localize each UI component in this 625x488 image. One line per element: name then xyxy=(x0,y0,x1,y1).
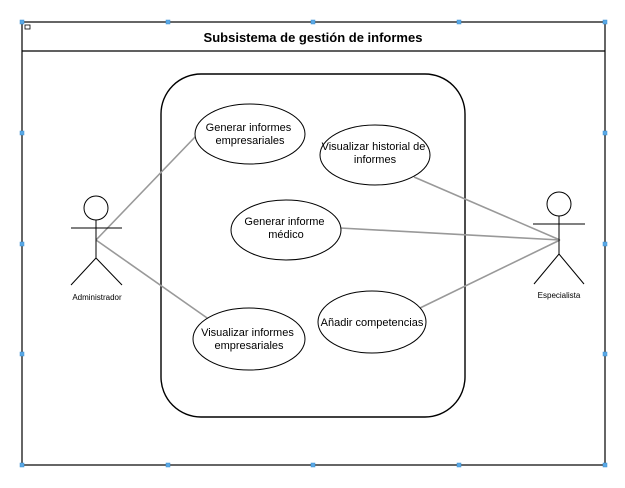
resize-handle[interactable] xyxy=(19,462,25,468)
use-case-label: empresariales xyxy=(214,340,284,352)
resize-handle[interactable] xyxy=(19,351,25,357)
resize-handle[interactable] xyxy=(165,19,171,25)
svg-text:Visualizar historial de: Visualizar historial de informes xyxy=(322,141,429,166)
association-admin-uc1[interactable] xyxy=(95,135,197,241)
resize-handle[interactable] xyxy=(165,462,171,468)
frame-corner-icon xyxy=(24,24,31,30)
resize-handle[interactable] xyxy=(602,462,608,468)
actor-head-icon xyxy=(546,191,572,217)
use-case-label: Visualizar informes xyxy=(201,327,294,339)
associations xyxy=(95,135,561,321)
use-case-label: médico xyxy=(268,229,303,241)
association-esp-uc2[interactable] xyxy=(413,176,561,241)
association-esp-uc3[interactable] xyxy=(339,227,561,241)
resize-handle[interactable] xyxy=(602,241,608,247)
use-case-label: Generar informe xyxy=(244,216,324,228)
use-case-visualizar-historial[interactable]: Visualizar historial de informes xyxy=(319,124,431,186)
svg-text:Visualizar informes empr: Visualizar informes empresariales xyxy=(201,327,297,352)
resize-handle[interactable] xyxy=(456,462,462,468)
use-case-label: Añadir competencias xyxy=(321,317,424,329)
svg-text:Generar informes empresa: Generar informes empresariales xyxy=(206,122,295,147)
resize-handle[interactable] xyxy=(310,462,316,468)
use-case-label: Generar informes xyxy=(206,122,292,134)
actor-label-especialista: Especialista xyxy=(538,291,581,300)
resize-handle[interactable] xyxy=(602,19,608,25)
use-case-generar-informe-medico[interactable]: Generar informe médico xyxy=(230,199,342,261)
use-case-label: empresariales xyxy=(215,135,285,147)
use-case-generar-informes-empresariales[interactable]: Generar informes empresariales xyxy=(194,103,306,165)
use-case-anadir-competencias[interactable]: Añadir competencias xyxy=(317,290,427,354)
use-case-visualizar-informes-empresariales[interactable]: Visualizar informes empresariales xyxy=(192,307,306,371)
system-boundary xyxy=(160,73,466,418)
actor-administrador[interactable] xyxy=(70,195,123,286)
resize-handle[interactable] xyxy=(19,241,25,247)
svg-text:Añadir competencias: Añadir competencias xyxy=(321,317,424,329)
resize-handle[interactable] xyxy=(602,351,608,357)
resize-handle[interactable] xyxy=(19,130,25,136)
svg-text:Generar informe médico: Generar informe médico xyxy=(244,216,327,241)
use-case-label: Visualizar historial de xyxy=(322,141,426,153)
actor-especialista[interactable] xyxy=(533,191,585,285)
diagram-title: Subsistema de gestión de informes xyxy=(204,30,423,45)
actor-label-administrador: Administrador xyxy=(72,293,122,302)
resize-handle[interactable] xyxy=(310,19,316,25)
association-esp-uc4[interactable] xyxy=(419,239,561,309)
resize-handle[interactable] xyxy=(456,19,462,25)
resize-handle[interactable] xyxy=(19,19,25,25)
resize-handle[interactable] xyxy=(602,130,608,136)
selection-handles[interactable] xyxy=(19,19,608,468)
use-case-label: informes xyxy=(354,154,397,166)
association-admin-uc5[interactable] xyxy=(95,239,211,321)
actor-head-icon xyxy=(83,195,109,221)
